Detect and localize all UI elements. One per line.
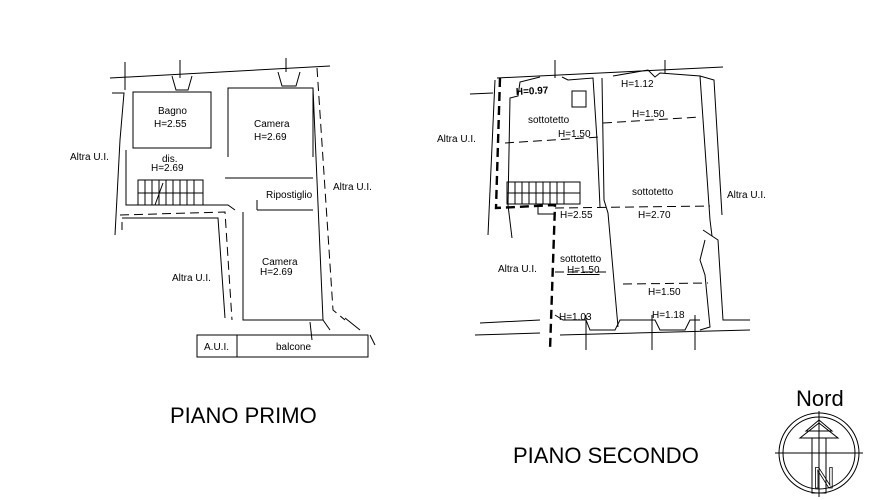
- piano-secondo-title: PIANO SECONDO: [513, 443, 699, 468]
- north-compass-icon: Nord N: [775, 386, 863, 497]
- sottotetto-a-label: sottotetto: [528, 115, 570, 126]
- h150-d-label: H=1.50: [648, 287, 681, 298]
- compass-letter: N: [813, 462, 835, 495]
- h255-label: H=2.55: [560, 210, 593, 221]
- piano-primo-title: PIANO PRIMO: [170, 403, 317, 428]
- piano-secondo-plan: H=0.97 sottotetto H=1.50 H=1.12 H=1.50 s…: [437, 60, 766, 468]
- bagno-label: Bagno: [158, 106, 187, 117]
- h103-label: H=1.03: [559, 312, 592, 323]
- ripostiglio-label: Ripostiglio: [266, 190, 313, 201]
- balcone-label: balcone: [276, 342, 311, 353]
- altra-ui-right: Altra U.I.: [333, 182, 372, 193]
- sottotetto-c-label: sottotetto: [560, 254, 602, 265]
- h112-label: H=1.12: [621, 79, 654, 90]
- altra-ui-right: Altra U.I.: [727, 190, 766, 201]
- compass-label: Nord: [796, 386, 844, 411]
- h097-label: H=0.97: [516, 85, 549, 98]
- camera-top-label: Camera: [254, 119, 290, 130]
- h118-label: H=1.18: [652, 310, 685, 321]
- h270-label: H=2.70: [638, 210, 671, 221]
- altra-ui-bottom: Altra U.I.: [498, 264, 537, 275]
- camera-bottom-label: Camera: [262, 257, 298, 268]
- altra-ui-bottom: Altra U.I.: [172, 273, 211, 284]
- piano-primo-plan: Bagno H=2.55 Camera H=2.69 dis. H=2.69 R…: [70, 58, 376, 428]
- dis-label: dis.: [162, 154, 178, 165]
- altra-ui-left: Altra U.I.: [70, 152, 109, 163]
- h150-c-label: H=1.50: [567, 265, 600, 276]
- camera-top-height: H=2.69: [254, 132, 287, 143]
- aui-label: A.U.I.: [204, 342, 229, 353]
- bagno-height: H=2.55: [154, 119, 187, 130]
- room-bagno: [132, 91, 212, 149]
- h150-a-label: H=1.50: [558, 129, 591, 140]
- dis-height: H=2.69: [151, 163, 184, 174]
- camera-bottom-height: H=2.69: [260, 267, 293, 278]
- h150-b-label: H=1.50: [632, 109, 665, 120]
- sottotetto-b-label: sottotetto: [632, 187, 674, 198]
- altra-ui-left: Altra U.I.: [437, 134, 476, 145]
